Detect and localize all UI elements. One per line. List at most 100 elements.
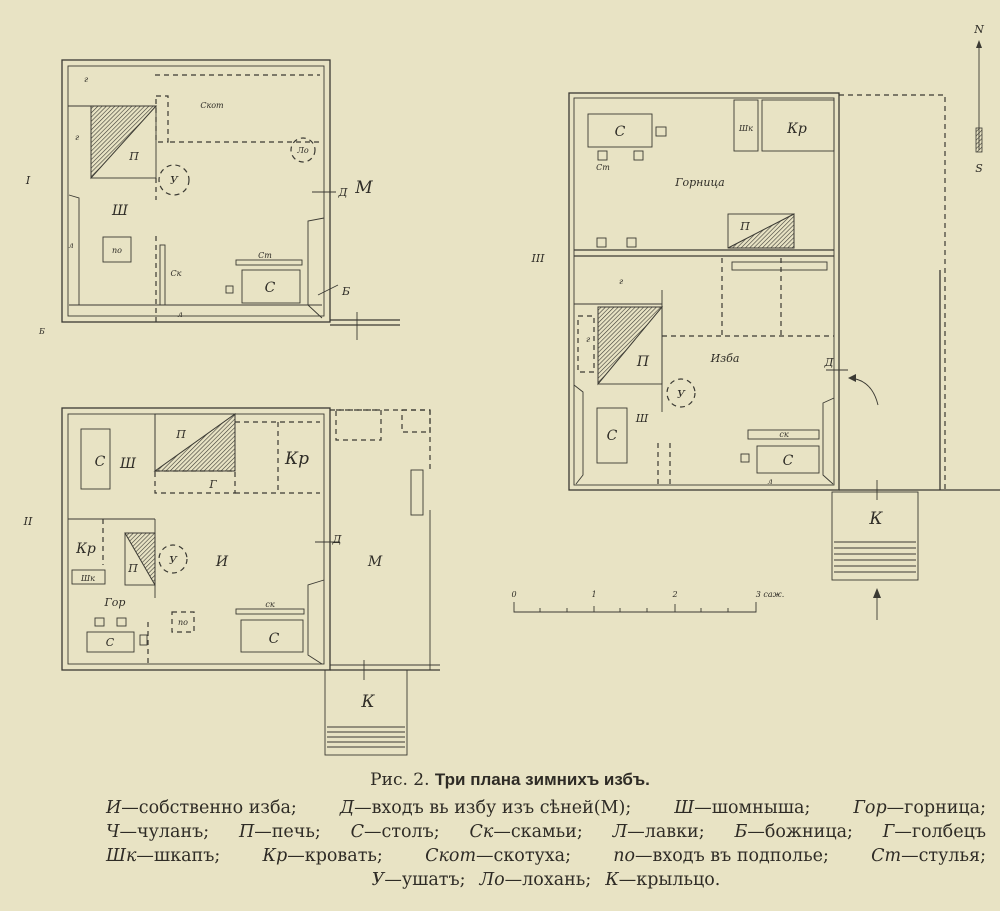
table — [587, 113, 653, 148]
table — [80, 428, 111, 490]
legend-item: по—входъ въ подполье; — [613, 844, 829, 868]
porch-steps — [327, 726, 405, 748]
legend-item: Кр—кровать; — [263, 844, 383, 868]
legend-item: Л—лавки; — [613, 820, 705, 844]
scale-bar: 0 1 2 3 саж. — [511, 590, 784, 613]
legend: И—собственно изба; Д—входъ вь избу изъ сѣ… — [106, 796, 986, 892]
room-label: г — [84, 75, 88, 84]
caption-title: Три плана зимнихъ избъ. — [434, 770, 650, 789]
table — [86, 631, 135, 653]
room-label: Ш — [119, 456, 137, 472]
room-label: П — [739, 220, 750, 233]
legend-line: Ч—чуланъ; П—печь; С—столъ; Ск — скамьи; Л—лавк… — [106, 820, 986, 844]
room-label: П — [127, 562, 138, 575]
cellar-hatch — [102, 236, 132, 263]
tub-circle — [158, 164, 190, 196]
legend-dash: — — [618, 870, 637, 890]
legend-abbr: Ск — [469, 822, 494, 842]
legend-dash: — — [747, 822, 765, 842]
room-label: Ск — [171, 269, 182, 278]
legend-item: Ст—стулья; — [871, 844, 986, 868]
legend-abbr: Шк — [106, 846, 137, 866]
legend-dash: — — [384, 870, 402, 890]
tub-circle — [158, 544, 188, 574]
legend-abbr: Ст — [871, 846, 902, 866]
plan-numeral: II — [23, 515, 33, 528]
legend-abbr: К — [605, 870, 619, 890]
scale-tick-label: 2 — [671, 590, 677, 599]
porch-steps — [834, 541, 916, 573]
legend-line: У—ушатъ;Ло—лохань;К—крыльцо. — [106, 868, 986, 892]
legend-dash: — — [627, 822, 645, 842]
legend-dash: — — [119, 822, 138, 842]
legend-dash: — — [254, 822, 272, 842]
table — [241, 269, 301, 304]
legend-dash: — — [635, 846, 653, 866]
legend-item: Гор—горница; — [853, 796, 986, 820]
legend-definition: скамьи; — [510, 822, 583, 842]
door-swing-arrow — [849, 377, 879, 406]
legend-abbr: Кр — [262, 846, 288, 866]
room-label: Кр — [786, 121, 807, 137]
legend-definition: шомныша; — [711, 798, 811, 818]
room-label: Б — [38, 327, 45, 336]
room-label: С — [607, 428, 618, 444]
room-label: Скот — [200, 101, 224, 110]
legend-definition: божница; — [764, 822, 853, 842]
room-label: Гор — [104, 596, 126, 609]
room-label: г — [586, 335, 590, 344]
room-label: Г — [208, 478, 217, 491]
legend-item: Д—входъ вь избу изъ сѣней(М); — [340, 796, 631, 820]
bench — [159, 244, 166, 306]
plan-2-labels: С Ш П Кр Г Кр Шк П У И Д М Гор С по ск С… — [75, 428, 383, 712]
room-label: К — [360, 692, 375, 712]
room-label: Горница — [674, 176, 725, 189]
room-label: С — [106, 636, 115, 649]
legend-item: И—собственно изба; — [106, 796, 297, 820]
legend-dash: — — [136, 846, 154, 866]
legend-abbr: Г — [882, 822, 895, 842]
room-label: ск — [265, 600, 274, 609]
legend-line: Шк—шкапъ;Кр—кровать;Скот—скотуха;по—вход… — [106, 844, 986, 868]
room-label: Ст — [258, 251, 272, 260]
plan-1-labels: г г Скот П У Ло Ш Д М л по Ск Ст С Б л Б — [38, 75, 373, 336]
room-label: С — [265, 280, 276, 296]
room-label: Ст — [596, 163, 610, 172]
legend-item: Г—голбецъ — [883, 820, 986, 844]
legend-item: Скот—скотуха; — [425, 844, 571, 868]
room-label: Ш — [635, 412, 649, 425]
legend-abbr: Ло — [479, 870, 505, 890]
legend-item: У—ушатъ; — [372, 868, 466, 892]
stove-hatch — [90, 105, 158, 180]
legend-definition: чуланъ; — [137, 822, 210, 842]
room-label: Кр — [284, 449, 309, 469]
porch — [324, 669, 408, 756]
scale-tick-label: 0 — [511, 590, 516, 599]
room-label: по — [178, 618, 188, 627]
legend-abbr: У — [371, 870, 385, 890]
inner-wall — [67, 65, 325, 317]
caption-prefix: Рис. 2. — [370, 770, 430, 790]
legend-item: П—печь; — [239, 820, 321, 844]
room-label: Ш — [111, 203, 129, 219]
legend-definition: стулья; — [918, 846, 986, 866]
outer-wall — [568, 92, 840, 491]
room-label: У — [169, 554, 178, 567]
outer-wall — [61, 407, 331, 671]
legend-definition: лохань; — [522, 870, 592, 890]
legend-dash: — — [504, 870, 523, 890]
legend-item: С—столъ; — [351, 820, 440, 844]
legend-item: Шк—шкапъ; — [106, 844, 220, 868]
room-label: П — [128, 150, 139, 163]
legend-definition: горница; — [904, 798, 986, 818]
room-label: С — [95, 454, 106, 470]
cellar-hatch — [171, 611, 195, 633]
plan-3-labels: С Ст Шк Кр Горница П г г П Изба У Ш С Д … — [586, 121, 883, 529]
legend-abbr: Л — [612, 822, 628, 842]
north-label: N — [973, 23, 984, 36]
legend-definition: крыльцо. — [636, 870, 721, 890]
south-label: S — [975, 162, 983, 175]
legend-item: Ч—чуланъ; — [106, 820, 209, 844]
legend-definition: шкапъ; — [153, 846, 221, 866]
